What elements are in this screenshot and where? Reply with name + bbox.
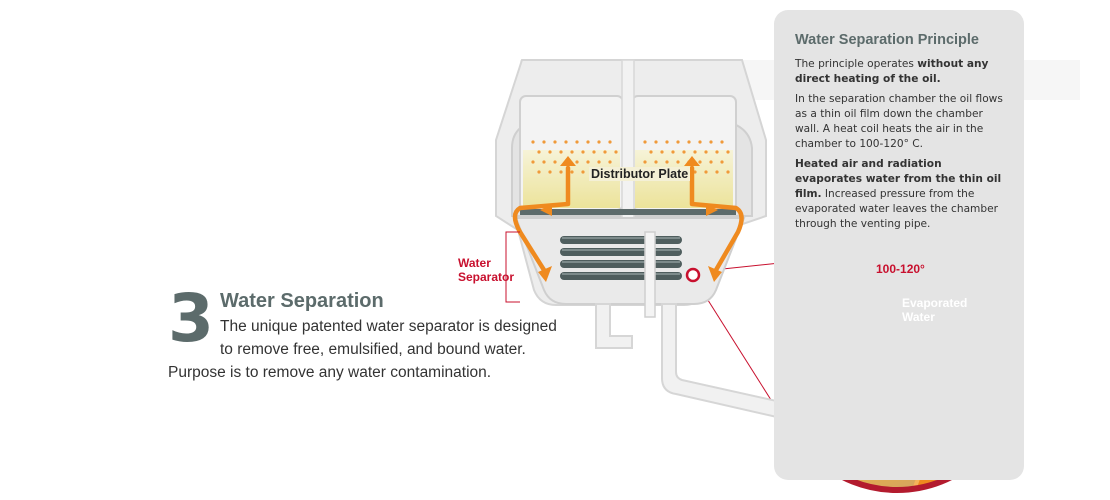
step-title: Water Separation: [220, 290, 384, 312]
venting-pipe: [644, 231, 656, 318]
oil-droplet: [586, 160, 590, 164]
oil-droplet: [531, 160, 535, 164]
outlet-pipes: [595, 303, 791, 422]
oil-droplet: [676, 160, 680, 164]
oil-droplet: [726, 150, 730, 154]
oil-droplet: [608, 160, 612, 164]
oil-droplet: [597, 160, 601, 164]
label-evaporated-1: Evaporated: [902, 296, 968, 310]
oil-droplet: [720, 140, 724, 144]
step-line-1: The unique patented water separator is d…: [220, 318, 557, 335]
coil-highlight: [562, 273, 680, 275]
oil-droplet: [643, 160, 647, 164]
label-evaporated-2: Water: [902, 310, 935, 324]
distributor-plate: [520, 209, 736, 215]
label-temperature: 100-120°: [876, 262, 925, 276]
oil-droplet: [586, 140, 590, 144]
label-distributor-plate: Distributor Plate: [589, 167, 691, 181]
oil-droplet: [564, 140, 568, 144]
oil-droplet: [715, 170, 719, 174]
oil-droplet: [665, 160, 669, 164]
oil-droplet: [553, 140, 557, 144]
center-tube: [621, 59, 635, 221]
oil-droplet: [542, 140, 546, 144]
oil-droplet: [671, 150, 675, 154]
flow-arrowheads: [538, 156, 722, 282]
oil-droplet: [660, 150, 664, 154]
panel-paragraph-3: Heated air and radiation evaporates wate…: [795, 157, 1007, 232]
oil-droplet: [542, 160, 546, 164]
panel-p1-text: The principle operates: [795, 58, 918, 70]
oil-droplet: [581, 170, 585, 174]
oil-droplet: [687, 140, 691, 144]
oil-droplet: [665, 140, 669, 144]
oil-droplet: [676, 140, 680, 144]
oil-droplet: [559, 170, 563, 174]
oil-droplet: [614, 150, 618, 154]
panel-title: Water Separation Principle: [795, 32, 979, 48]
oil-droplet: [531, 140, 535, 144]
oil-droplet: [603, 150, 607, 154]
panel-p1-bold: without any direct heating of the oil.: [795, 58, 989, 85]
oil-droplet: [709, 160, 713, 164]
label-water-separator-1: Water: [458, 256, 491, 270]
water-separator-bracket: [505, 231, 520, 303]
coil-highlight: [562, 237, 680, 239]
oil-droplet: [715, 150, 719, 154]
oil-droplet: [682, 150, 686, 154]
oil-droplet: [537, 150, 541, 154]
oil-droplet: [649, 150, 653, 154]
panel-paragraph-1: The principle operates without any direc…: [795, 57, 1007, 87]
oil-droplet: [553, 160, 557, 164]
oil-droplet: [693, 150, 697, 154]
oil-droplet: [537, 170, 541, 174]
oil-droplet: [575, 140, 579, 144]
oil-droplet: [559, 150, 563, 154]
oil-droplet: [575, 160, 579, 164]
oil-droplet: [570, 150, 574, 154]
panel-body: The principle operates without any direc…: [795, 57, 1007, 237]
oil-droplet: [581, 150, 585, 154]
coil-highlight: [562, 261, 680, 263]
zoom-target-marker: [685, 267, 701, 283]
step-line-2: to remove free, emulsified, and bound wa…: [220, 341, 526, 358]
oil-droplet: [570, 170, 574, 174]
oil-droplet: [698, 160, 702, 164]
oil-droplet: [597, 140, 601, 144]
oil-droplet: [548, 170, 552, 174]
oil-droplet: [704, 150, 708, 154]
oil-droplet: [709, 140, 713, 144]
oil-droplet: [592, 150, 596, 154]
oil-droplet: [548, 150, 552, 154]
oil-droplet: [654, 160, 658, 164]
oil-droplet: [698, 140, 702, 144]
coil-highlight: [562, 249, 680, 251]
panel-p3-text: Increased pressure from the evaporated w…: [795, 188, 998, 230]
oil-droplet: [608, 140, 612, 144]
oil-droplet: [720, 160, 724, 164]
label-water-separator-2: Separator: [458, 270, 515, 284]
step-line-3: Purpose is to remove any water contamina…: [168, 364, 492, 381]
step-number: 3: [168, 280, 214, 357]
panel-p3-bold: Heated air and radiation evaporates wate…: [795, 158, 1002, 200]
flow-arrows: [512, 165, 744, 273]
principle-panel: Water Separation Principle The principle…: [774, 10, 1024, 480]
panel-paragraph-2: In the separation chamber the oil flows …: [795, 93, 1003, 150]
oil-droplet: [726, 170, 730, 174]
oil-droplet: [643, 140, 647, 144]
oil-droplet: [704, 170, 708, 174]
oil-droplet: [654, 140, 658, 144]
